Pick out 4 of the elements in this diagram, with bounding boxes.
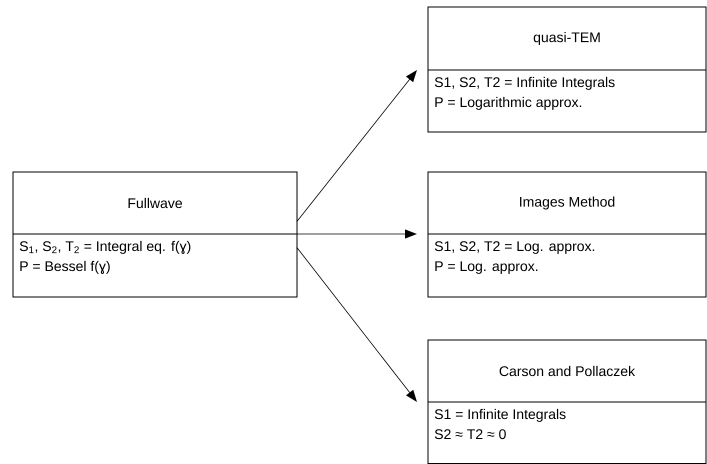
method-box: Carson and Pollaczek S1 = Infinite Integrals S2 ≈ T2 ≈ 0 (428, 340, 706, 464)
method-box: quasi-TEM S1, S2, T2 = Infinite Integrals P = Logarithmic approx. (428, 6, 706, 132)
method-box: Images Method S1, S2, T2 = Log. approx. P = Log. approx. (428, 172, 706, 298)
method-box: Fullwave S$_{1}$, S$_{2}$, T$_{2}$ = Integral eq. f(ɣ) P = Bessel f(ɣ) (12, 172, 298, 298)
